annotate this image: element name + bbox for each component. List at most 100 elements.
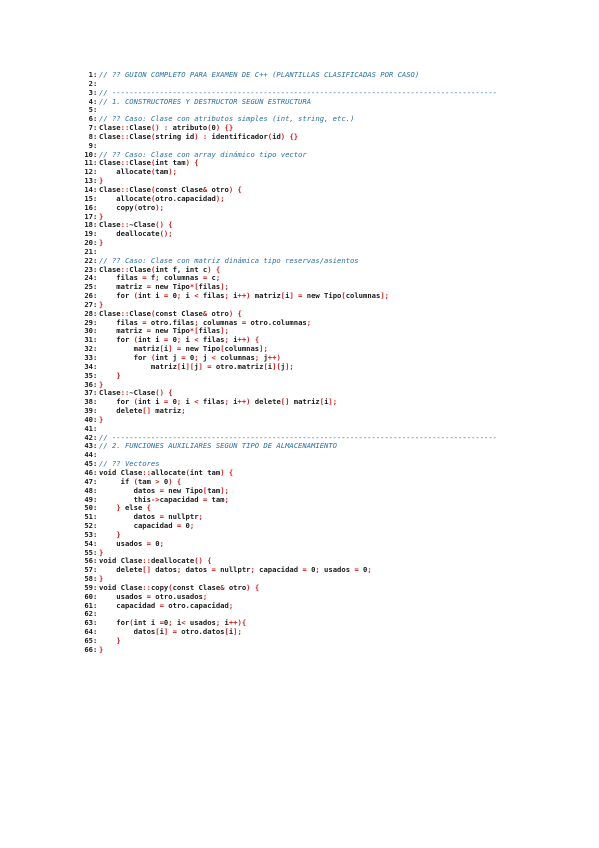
line-number: 28 (84, 309, 93, 318)
line-number-separator: : (93, 71, 98, 79)
line-number: 66 (84, 645, 93, 654)
line-number-separator: : (93, 88, 98, 97)
code-line: 9: (78, 142, 578, 151)
line-number: 2 (88, 79, 93, 88)
line-number-separator: : (93, 159, 98, 168)
line-number: 23 (84, 265, 93, 274)
line-number-separator: : (93, 398, 98, 407)
code-text: } (99, 177, 104, 186)
line-number-separator: : (93, 460, 98, 469)
code-line: 8:Clase::Clase(string id) : identificado… (78, 133, 578, 142)
code-line: 40:} (78, 416, 578, 425)
code-text: // -------------------------------------… (99, 88, 498, 97)
code-text: for (int i = 0; i < filas; i++) matriz[i… (99, 292, 389, 301)
line-number: 47 (84, 477, 93, 486)
line-number-separator: : (93, 362, 98, 371)
line-number-separator: : (93, 619, 98, 628)
code-line: 3:// -----------------------------------… (78, 89, 578, 98)
code-text: } else { (116, 504, 151, 513)
line-number-separator: : (93, 79, 98, 88)
code-line: 61: capacidad = otro.capacidad; (78, 602, 578, 611)
line-number-separator: : (93, 354, 98, 362)
code-text: capacidad = 0; (99, 522, 195, 531)
line-number-separator: : (93, 566, 98, 575)
line-number-separator: : (93, 230, 98, 239)
code-line: 62: (78, 610, 578, 619)
line-number-separator: : (93, 380, 98, 389)
code-line: 4:// 1. CONSTRUCTORES Y DESTRUCTOR SEGÚN… (78, 98, 578, 107)
line-number-separator: : (93, 292, 98, 301)
line-number: 51 (84, 513, 93, 522)
code-text: } (99, 380, 104, 389)
line-number: 17 (84, 212, 93, 221)
code-text: deallocate(); (99, 230, 173, 239)
code-text: } (116, 371, 121, 380)
line-number: 31 (84, 336, 93, 345)
line-number: 26 (84, 292, 93, 301)
line-number: 45 (84, 460, 93, 469)
code-line: 26: for (int i = 0; i < filas; i++) matr… (78, 292, 578, 301)
line-number-separator: : (93, 221, 98, 230)
line-number-separator: : (93, 628, 98, 637)
code-line: 45:// ?? Vectores (78, 460, 578, 469)
line-number-separator: : (93, 601, 98, 610)
code-line: 25: matriz = new Tipo*[filas]; (78, 283, 578, 292)
line-number-separator: : (93, 168, 98, 177)
line-number-separator: : (93, 124, 98, 133)
code-line: 57: delete[] datos; datos = nullptr; cap… (78, 566, 578, 575)
line-number: 10 (84, 150, 93, 159)
line-number: 9 (88, 141, 93, 150)
line-number-separator: : (93, 389, 98, 398)
line-number: 40 (84, 415, 93, 424)
code-line: 50: } else { (78, 504, 578, 513)
code-line: 59:void Clase::copy(const Clase& otro) { (78, 584, 578, 593)
line-number: 57 (84, 566, 93, 575)
code-line: 41: (78, 425, 578, 434)
line-number-separator: : (93, 442, 98, 451)
line-number: 1 (88, 71, 93, 79)
line-number: 21 (84, 247, 93, 256)
code-line: 51: datos = nullptr; (78, 513, 578, 522)
code-text: Clase::~Clase() { (99, 221, 173, 230)
line-number-separator: : (93, 177, 98, 186)
line-number: 4 (88, 97, 93, 106)
line-number: 46 (84, 468, 93, 477)
line-number-separator: : (93, 592, 98, 601)
code-text: } (116, 530, 121, 539)
line-number-separator: : (93, 645, 98, 654)
code-line: 31: for (int i = 0; i < filas; i++) { (78, 336, 578, 345)
line-number-separator: : (93, 300, 98, 309)
line-number-separator: : (93, 336, 98, 345)
code-text: delete[] datos; datos = nullptr; capacid… (99, 566, 372, 575)
line-number-separator: : (93, 539, 98, 548)
line-number: 39 (84, 407, 93, 416)
code-text: Clase::Clase() : atributo(0) {} (99, 124, 234, 133)
code-line: 11:Clase::Clase(int tam) { (78, 159, 578, 168)
code-text: allocate(tam); (99, 168, 177, 177)
line-number: 24 (84, 274, 93, 283)
line-number-separator: : (93, 106, 98, 115)
line-number-separator: : (93, 477, 98, 486)
line-number-separator: : (93, 548, 98, 557)
code-text: usados = otro.usados; (99, 592, 208, 601)
code-text: // -------------------------------------… (99, 433, 498, 442)
line-number-separator: : (93, 265, 98, 274)
line-number: 15 (84, 194, 93, 203)
line-number: 19 (84, 230, 93, 239)
line-number-separator: : (93, 185, 98, 194)
line-number-separator: : (93, 504, 98, 513)
code-text: void Clase::deallocate() { (99, 557, 212, 566)
code-text: } (99, 575, 104, 584)
line-number-separator: : (93, 327, 98, 336)
code-line: 7:Clase::Clase() : atributo(0) {} (78, 124, 578, 133)
line-number: 37 (84, 389, 93, 398)
line-number: 6 (88, 115, 93, 124)
code-line: 32: matriz[i] = new Tipo[columnas]; (78, 345, 578, 354)
code-line: 53: } (78, 531, 578, 540)
code-line: 38: for (int i = 0; i < filas; i++) dele… (78, 398, 578, 407)
code-line: 30: matriz = new Tipo*[filas]; (78, 327, 578, 336)
line-number-separator: : (93, 132, 98, 141)
line-number: 7 (88, 124, 93, 133)
code-text: void Clase::copy(const Clase& otro) { (99, 583, 260, 592)
code-text: matriz = new Tipo*[filas]; (99, 327, 229, 336)
